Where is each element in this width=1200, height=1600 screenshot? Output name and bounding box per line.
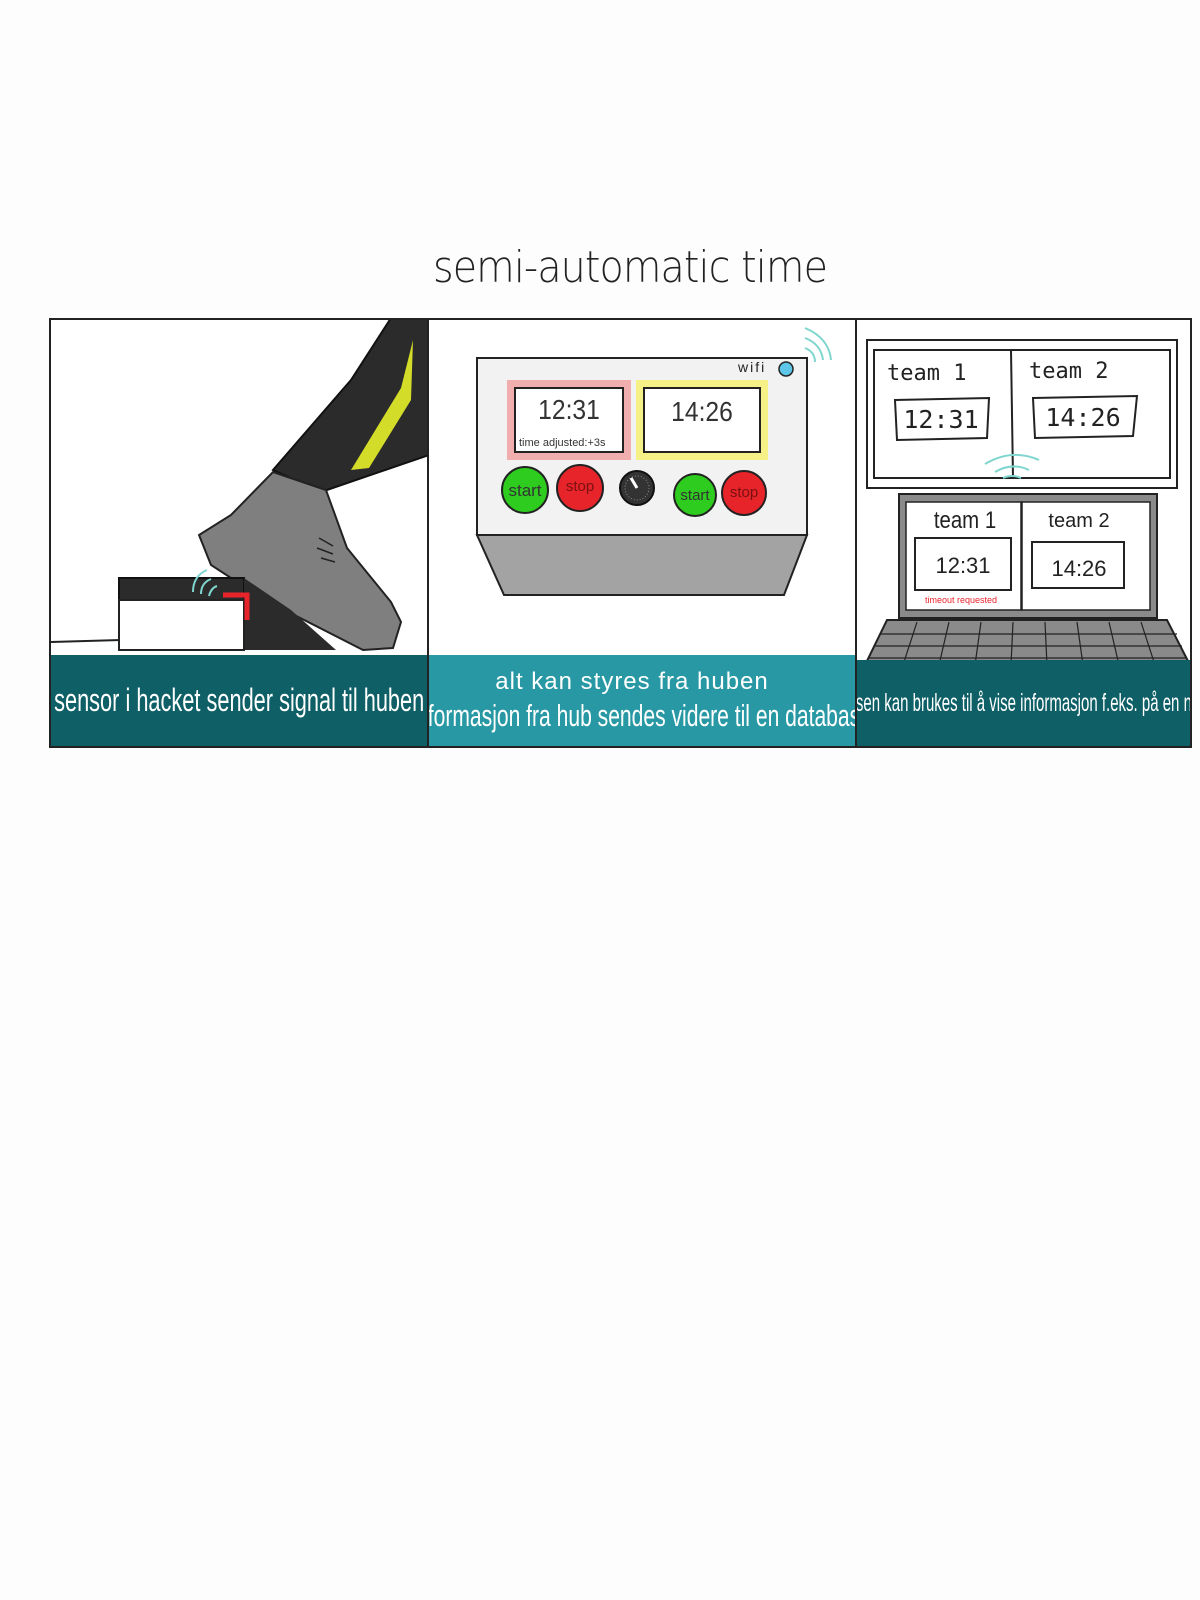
hub-team2-stop-button[interactable]: stop bbox=[721, 470, 767, 516]
display-illustration: team 1 team 2 12:31 14:26 team 1 team 2 … bbox=[863, 339, 1190, 666]
laptop-team2-box bbox=[1031, 541, 1125, 589]
hub-adjust-knob[interactable] bbox=[619, 470, 655, 506]
wifi-signal-icon bbox=[804, 327, 832, 363]
laptop-team2-label: team 2 bbox=[1048, 510, 1109, 532]
svg-text:stop: stop bbox=[566, 478, 594, 495]
caption-hub-line1: alt kan styres fra huben bbox=[495, 667, 769, 695]
scoreboard-team2-time: 14:26 bbox=[1045, 403, 1120, 432]
laptop-team1-label: team 1 bbox=[934, 506, 996, 533]
hub-team2-start-button[interactable]: start bbox=[673, 473, 717, 517]
storyboard-strip: sensor i hacket sender signal til huben … bbox=[49, 318, 1192, 748]
wifi-wave-icon bbox=[192, 569, 218, 597]
hub-team2-screen bbox=[643, 387, 761, 453]
laptop-team1-time: 12:31 bbox=[935, 553, 990, 578]
svg-text:stop: stop bbox=[730, 484, 758, 501]
caption-hub-line2: informasjon fra hub sendes videre til en… bbox=[429, 697, 857, 733]
scoreboard-team1-label: team 1 bbox=[887, 361, 966, 386]
caption-sensor: sensor i hacket sender signal til huben bbox=[51, 655, 427, 746]
laptop-team2-time: 14:26 bbox=[1051, 556, 1106, 581]
scoreboard-team1-time: 12:31 bbox=[903, 405, 978, 434]
laptop-team1-note: timeout requested bbox=[925, 595, 997, 605]
panel-hub: wifi 12:31 time adjusted:+3s 14:26 start bbox=[429, 320, 857, 746]
hub-team1-stop-button[interactable]: stop bbox=[556, 464, 604, 512]
caption-database-text: databasen kan brukes til å vise informas… bbox=[857, 688, 1190, 717]
hub-team1-screen bbox=[514, 387, 624, 453]
svg-text:start: start bbox=[680, 487, 710, 504]
sensor-box-front bbox=[118, 599, 245, 651]
hub-wifi-label: wifi bbox=[737, 359, 766, 375]
panel-sensor: sensor i hacket sender signal til huben bbox=[51, 320, 429, 746]
hub-team1-time: 12:31 bbox=[538, 394, 600, 426]
hub-team1-start-button[interactable]: start bbox=[501, 466, 549, 514]
hub-illustration: wifi 12:31 time adjusted:+3s 14:26 start bbox=[475, 327, 832, 596]
sensor-red-marker bbox=[223, 592, 250, 620]
scoreboard-team2-label: team 2 bbox=[1029, 359, 1108, 384]
wifi-signal-icon bbox=[984, 453, 1040, 479]
sensor-illustration bbox=[51, 320, 427, 652]
caption-sensor-text: sensor i hacket sender signal til huben bbox=[53, 682, 425, 718]
caption-database: databasen kan brukes til å vise informas… bbox=[857, 660, 1190, 746]
panel-database: team 1 team 2 12:31 14:26 team 1 team 2 … bbox=[857, 320, 1190, 746]
caption-hub: alt kan styres fra huben informasjon fra… bbox=[429, 655, 855, 746]
svg-text:start: start bbox=[508, 481, 541, 500]
hub-team1-note: time adjusted:+3s bbox=[519, 437, 606, 449]
laptop-team1-box bbox=[914, 537, 1012, 591]
shoe-drawing bbox=[197, 470, 403, 652]
page-title: semi-automatic time bbox=[432, 242, 828, 293]
hub-team2-time: 14:26 bbox=[671, 396, 733, 428]
hub-base bbox=[475, 534, 809, 596]
leg-stripe bbox=[351, 340, 413, 470]
wifi-indicator-icon bbox=[778, 361, 794, 377]
